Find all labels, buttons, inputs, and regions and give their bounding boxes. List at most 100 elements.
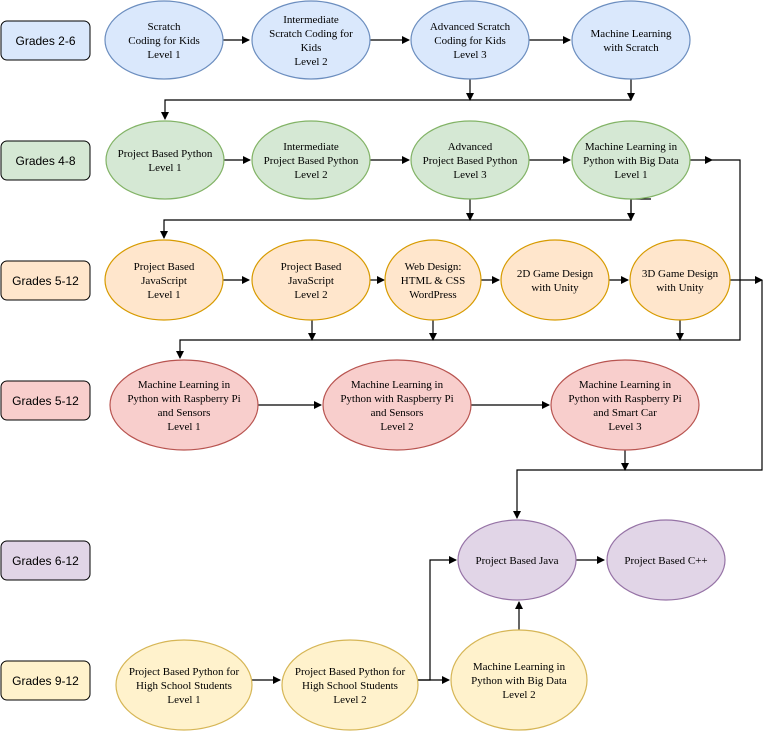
course-label-line: Web Design: <box>405 261 462 273</box>
course-label-line: and Sensors <box>158 407 211 419</box>
course-node-shape <box>322 359 472 451</box>
grade-label-g3: Grades 5-12 <box>0 260 91 301</box>
course-node-web[interactable]: Web Design: HTML & CSS WordPress <box>384 239 482 321</box>
connector-arrow <box>418 556 457 681</box>
course-label-line: Project Based Python <box>264 155 359 167</box>
course-label-line: HTML & CSS <box>401 275 465 287</box>
grade-badge <box>0 380 91 421</box>
course-label-line: Level 3 <box>453 169 487 181</box>
grade-badge <box>0 660 91 701</box>
course-node-shape <box>410 120 530 200</box>
course-label-line: Python with Raspberry Pi <box>127 393 240 405</box>
connector-arrow <box>160 198 651 239</box>
course-label-line: Level 2 <box>502 689 535 701</box>
grade-badge <box>0 260 91 301</box>
course-label-line: with Scratch <box>603 42 659 54</box>
course-label-line: Scratch <box>148 21 181 33</box>
grade-label-g2: Grades 4-8 <box>0 140 91 181</box>
course-node-shape <box>384 239 482 321</box>
course-label-line: High School Students <box>136 680 232 692</box>
course-label-line: Level 1 <box>147 49 180 61</box>
course-node-scratchml[interactable]: Machine Learning with Scratch <box>571 0 691 80</box>
course-node-shape <box>629 239 731 321</box>
course-node-shape <box>571 120 691 200</box>
course-node-shape <box>115 639 253 731</box>
course-node-shape <box>410 0 530 80</box>
grade-text: Grades 5-12 <box>12 394 79 408</box>
connector-arrow <box>513 280 763 519</box>
course-node-shape <box>606 519 726 601</box>
course-node-shape <box>550 359 700 451</box>
course-label-line: Level 1 <box>167 694 200 706</box>
grade-badge <box>0 540 91 581</box>
course-label-line: Project Based C++ <box>624 555 707 567</box>
course-node-shape <box>500 239 610 321</box>
course-label-line: Level 1 <box>614 169 647 181</box>
course-label-line: Machine Learning in <box>473 661 566 673</box>
course-node-java[interactable]: Project Based Java <box>457 519 577 601</box>
grade-text: Grades 4-8 <box>15 154 75 168</box>
course-label-line: and Smart Car <box>593 407 657 419</box>
grade-badge <box>0 20 91 61</box>
course-label-line: Project Based Python for <box>295 666 406 678</box>
course-label-line: Machine Learning in <box>579 379 672 391</box>
course-label-line: Level 2 <box>294 289 327 301</box>
course-label-line: Advanced Scratch <box>430 21 511 33</box>
course-node-shape <box>457 519 577 601</box>
grade-label-g1: Grades 2-6 <box>0 20 91 61</box>
course-label-line: Scratch Coding for <box>269 28 353 40</box>
course-label-line: JavaScript <box>288 275 334 287</box>
course-label-line: Project Based Python for <box>129 666 240 678</box>
course-node-rpi1[interactable]: Machine Learning in Python with Raspberry… <box>109 359 259 451</box>
course-label-line: Machine Learning in <box>138 379 231 391</box>
course-node-shape <box>105 120 225 200</box>
course-label-line: Level 3 <box>608 421 642 433</box>
course-label-line: Coding for Kids <box>128 35 200 47</box>
grade-text: Grades 5-12 <box>12 274 79 288</box>
course-label-line: Level 1 <box>148 162 181 174</box>
course-node-shape <box>251 120 371 200</box>
course-node-shape <box>281 639 419 731</box>
course-node-rpi2[interactable]: Machine Learning in Python with Raspberry… <box>322 359 472 451</box>
course-label-line: Level 2 <box>294 56 327 68</box>
course-label-line: Python with Big Data <box>583 155 679 167</box>
course-node-shape <box>251 239 371 321</box>
course-node-shape <box>109 359 259 451</box>
grade-label-g4: Grades 5-12 <box>0 380 91 421</box>
course-label-line: Machine Learning in <box>351 379 444 391</box>
course-node-shape <box>251 0 371 80</box>
course-label-line: 3D Game Design <box>642 268 719 280</box>
course-label-line: Project Based Python <box>423 155 518 167</box>
grade-text: Grades 9-12 <box>12 674 79 688</box>
course-label-line: Python with Raspberry Pi <box>340 393 453 405</box>
course-label-line: Level 2 <box>333 694 366 706</box>
course-label-line: Coding for Kids <box>434 35 506 47</box>
course-label-line: WordPress <box>409 289 456 301</box>
grade-badge <box>0 140 91 181</box>
course-node-cpp[interactable]: Project Based C++ <box>606 519 726 601</box>
course-label-line: JavaScript <box>141 275 187 287</box>
course-label-line: and Sensors <box>371 407 424 419</box>
course-label-line: Machine Learning <box>591 28 672 40</box>
course-label-line: High School Students <box>302 680 398 692</box>
course-label-line: Project Based <box>281 261 342 273</box>
course-label-line: Intermediate <box>283 14 339 26</box>
